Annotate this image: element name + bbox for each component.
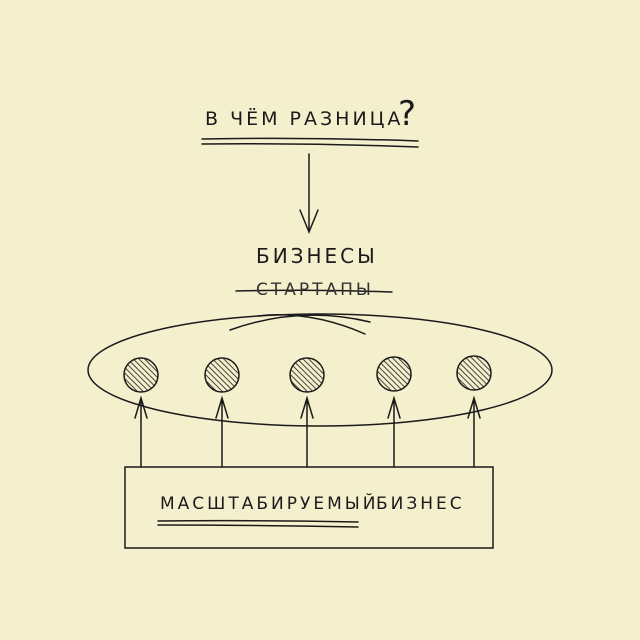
nodes: [123, 355, 492, 393]
up-arrows: [134, 395, 481, 468]
scalable-business-box: [124, 466, 494, 549]
strike-line: [235, 289, 393, 293]
down-arrow: [299, 153, 319, 234]
node-3: [289, 357, 325, 393]
scalable-label: МАСШТАБИРУЕМЫЙ: [160, 494, 379, 514]
node-4: [376, 356, 412, 392]
business-label: БИЗНЕС: [376, 494, 465, 514]
scalable-underline: [157, 519, 359, 528]
cross-mark: [229, 314, 371, 335]
question-title: В ЧЁМ РАЗНИЦА: [205, 108, 404, 130]
businesses-label: БИЗНЕСЫ: [256, 244, 378, 268]
startups-struck-label: СТАРТАПЫ: [256, 280, 374, 300]
node-1: [123, 357, 159, 393]
node-5: [456, 355, 492, 391]
node-2: [204, 357, 240, 393]
question-mark: ?: [398, 94, 417, 134]
businesses-ellipse: [87, 313, 553, 427]
title-underline: [201, 137, 419, 148]
